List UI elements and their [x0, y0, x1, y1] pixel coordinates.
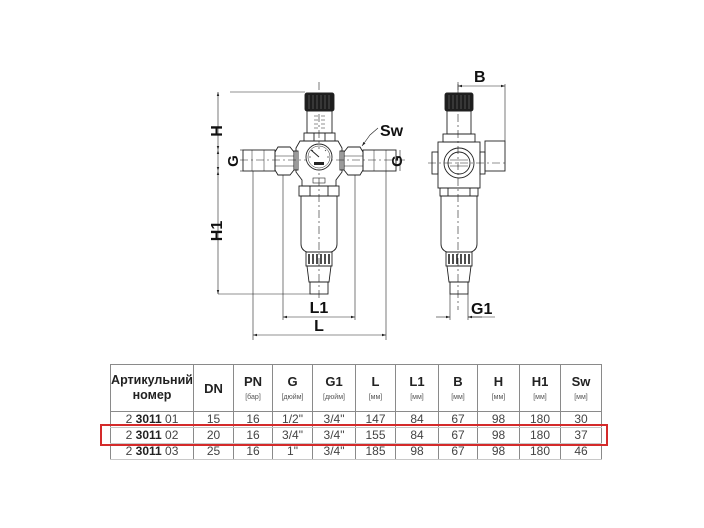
label-G1: G1: [471, 301, 492, 318]
cell-pn: 16: [233, 427, 273, 444]
col-header-dn: DN: [193, 364, 234, 412]
col-header-h1: H1[мм]: [519, 364, 561, 412]
technical-drawing: H G G H1 L1 L Sw: [209, 69, 508, 340]
cell-l: 155: [355, 427, 396, 444]
cell-h1: 180: [519, 443, 561, 460]
cell-article: 2 3011 02: [110, 427, 194, 444]
label-Sw: Sw: [380, 123, 404, 140]
label-B: B: [474, 69, 486, 86]
col-header-h: H[мм]: [477, 364, 520, 412]
cell-g: 1": [272, 443, 313, 460]
col-header-g1: G1[дюйм]: [312, 364, 356, 412]
cell-h1: 180: [519, 427, 561, 444]
label-L1: L1: [310, 300, 329, 317]
col-header-pn: PN[бар]: [233, 364, 273, 412]
cell-h: 98: [477, 443, 520, 460]
side-dimension-labels: B G1: [471, 69, 492, 318]
table-row: 2 3011 01 15 16 1/2" 3/4" 147 84 67 98 1…: [110, 411, 602, 428]
col-header-l: L[мм]: [355, 364, 396, 412]
side-dimensions: [436, 84, 506, 320]
table-header-row: Артикульний номер DN PN[бар] G[дюйм] G1[…: [110, 364, 602, 412]
cell-h1: 180: [519, 411, 561, 428]
cell-sw: 30: [560, 411, 602, 428]
specification-table: Артикульний номер DN PN[бар] G[дюйм] G1[…: [110, 364, 602, 460]
cell-g1: 3/4": [312, 427, 356, 444]
cell-h: 98: [477, 427, 520, 444]
cell-sw: 46: [560, 443, 602, 460]
cell-l: 185: [355, 443, 396, 460]
cell-pn: 16: [233, 443, 273, 460]
cell-l: 147: [355, 411, 396, 428]
label-G-right: G: [389, 155, 406, 167]
cell-pn: 16: [233, 411, 273, 428]
table-row: 2 3011 03 25 16 1" 3/4" 185 98 67 98 180…: [110, 443, 602, 460]
cell-l1: 98: [395, 443, 439, 460]
cell-b: 67: [438, 411, 478, 428]
cell-g: 3/4": [272, 427, 313, 444]
col-header-g: G[дюйм]: [272, 364, 313, 412]
label-H1: H1: [209, 221, 226, 242]
cell-l1: 84: [395, 411, 439, 428]
label-L: L: [314, 318, 324, 335]
col-header-b: B[мм]: [438, 364, 478, 412]
table-row-highlighted: 2 3011 02 20 16 3/4" 3/4" 155 84 67 98 1…: [110, 427, 602, 444]
cell-sw: 37: [560, 427, 602, 444]
col-header-article: Артикульний номер: [110, 364, 194, 412]
front-dimensions: [216, 91, 401, 340]
cell-dn: 20: [193, 427, 234, 444]
label-G-left: G: [225, 155, 242, 167]
cell-g1: 3/4": [312, 411, 356, 428]
cell-b: 67: [438, 443, 478, 460]
col-header-l1: L1[мм]: [395, 364, 439, 412]
cell-l1: 84: [395, 427, 439, 444]
cell-g: 1/2": [272, 411, 313, 428]
cell-article: 2 3011 03: [110, 443, 194, 460]
label-H: H: [209, 125, 226, 137]
col-header-sw: Sw[мм]: [560, 364, 602, 412]
front-dimension-labels: H G G H1 L1 L Sw: [209, 123, 406, 335]
front-view: [240, 82, 405, 300]
gauge-side: [484, 140, 506, 172]
cell-article: 2 3011 01: [110, 411, 194, 428]
cell-g1: 3/4": [312, 443, 356, 460]
cell-dn: 25: [193, 443, 234, 460]
cell-h: 98: [477, 411, 520, 428]
cell-b: 67: [438, 427, 478, 444]
side-view: [428, 82, 508, 310]
cell-dn: 15: [193, 411, 234, 428]
